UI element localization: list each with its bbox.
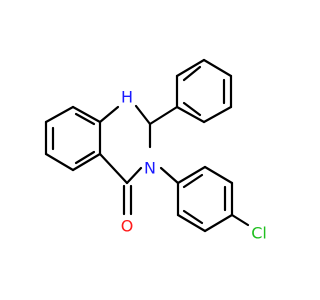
dihydroquinazolinone-ring	[98, 104, 152, 216]
benzo-ring	[44, 105, 102, 172]
chlorophenyl-ring	[159, 165, 250, 233]
n-label: N	[144, 159, 156, 178]
oxygen-label: O	[121, 217, 134, 236]
molecule-structure: H N O Cl	[0, 0, 300, 300]
atom-labels: H N O Cl	[121, 88, 267, 243]
chlorine-label: Cl	[251, 224, 267, 243]
nh-label: H	[121, 88, 133, 107]
phenyl-ring	[148, 58, 233, 126]
background	[0, 0, 300, 300]
